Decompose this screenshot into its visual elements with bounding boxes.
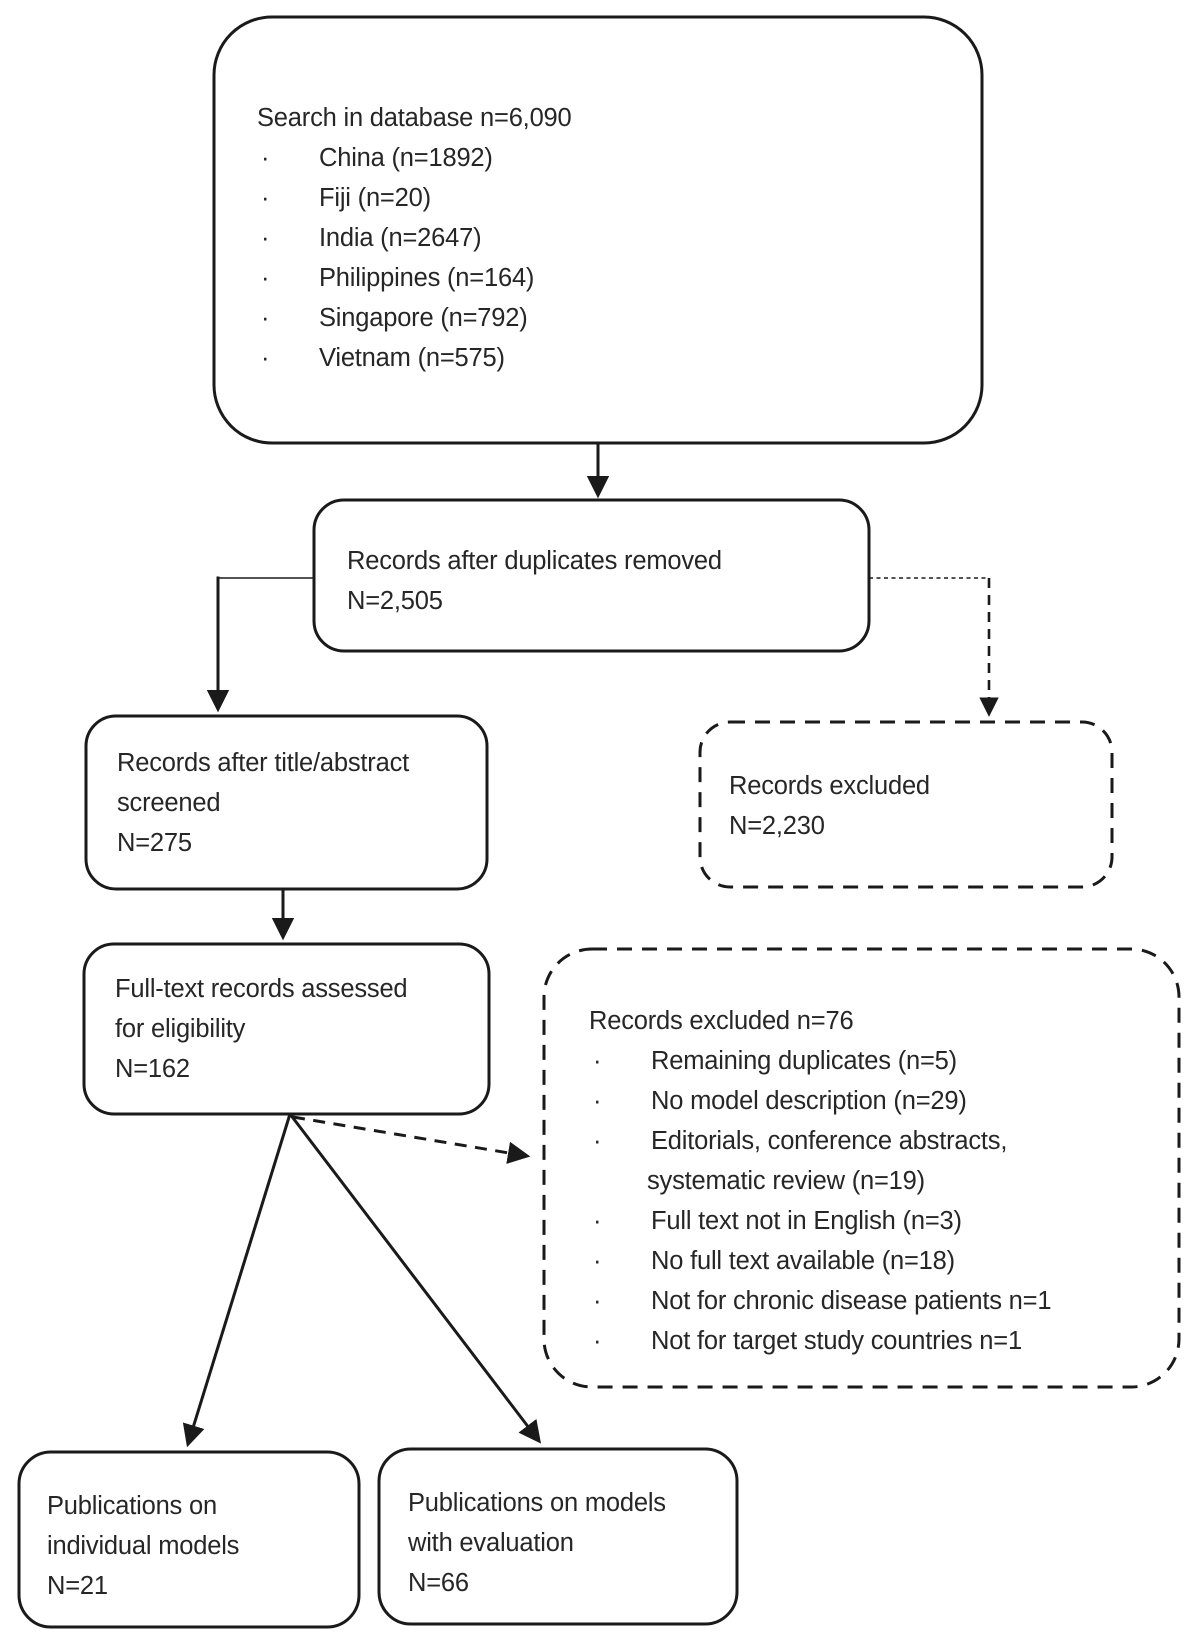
evaluation-models-line: Publications on models [408,1488,666,1517]
screened-line: screened [117,788,221,817]
screened-line: Records after title/abstract [117,748,410,777]
records-excluded-count: N=2,230 [729,811,825,840]
bullet-icon: · [593,1247,602,1275]
search-item-vietnam: · Vietnam (n=575) [257,338,962,378]
excluded-item-label: Editorials, conference abstracts, [651,1127,1008,1155]
search-item-label: Singapore (n=792) [319,304,528,332]
duplicates-removed-line: Records after duplicates removed [347,546,722,575]
duplicates-removed-box: Records after duplicates removed N=2,505 [314,500,869,651]
screened-box: Records after title/abstract screened N=… [86,716,487,889]
fulltext-count: N=162 [115,1055,190,1083]
fulltext-excluded-box-outline [542,947,1181,1389]
individual-models-box: Publications on individual models N=21 [19,1452,359,1627]
bullet-icon: · [261,264,270,292]
excluded-item-editorials-continued: systematic review (n=19) [647,1167,925,1195]
search-box-title: Search in database n=6,090 [257,104,572,132]
excluded-item-label: Remaining duplicates (n=5) [651,1047,957,1075]
duplicates-removed-box-outline [312,498,871,653]
search-item-singapore: · Singapore (n=792) [257,298,962,338]
bullet-icon: · [261,304,270,332]
search-item-label: India (n=2647) [319,224,482,252]
excluded-item-no-model-description: · No model description (n=29) [589,1081,1169,1121]
search-item-fiji: · Fiji (n=20) [257,178,962,218]
bullet-icon: · [261,144,270,172]
fulltext-line: for eligibility [115,1015,246,1043]
excluded-item-label: Not for chronic disease patients n=1 [651,1287,1052,1315]
fulltext-box: Full-text records assessed for eligibili… [84,944,489,1114]
evaluation-models-box: Publications on models with evaluation N… [379,1449,737,1624]
search-item-label: Philippines (n=164) [319,264,535,292]
screened-count: N=275 [117,828,192,857]
bullet-icon: · [261,184,270,212]
individual-models-box-outline [17,1450,361,1629]
search-box: Search in database n=6,090 · China (n=18… [214,17,982,443]
arrow-fulltext-to-evaluation [288,1113,542,1444]
search-box-outline [212,15,984,445]
bullet-icon: · [593,1327,602,1355]
records-excluded-box: Records excluded N=2,230 [700,722,1112,887]
fulltext-box-outline [82,942,491,1116]
excluded-item-editorials: · Editorials, conference abstracts, [589,1121,1169,1161]
evaluation-models-box-outline [377,1447,739,1626]
bullet-icon: · [593,1207,602,1235]
excluded-item-label: No model description (n=29) [651,1087,967,1115]
bullet-icon: · [593,1047,602,1075]
excluded-item-remaining-duplicates: · Remaining duplicates (n=5) [589,1041,1169,1081]
excluded-item-not-chronic: · Not for chronic disease patients n=1 [589,1281,1169,1321]
evaluation-models-line: with evaluation [408,1528,574,1557]
excluded-item-label: Full text not in English (n=3) [651,1207,962,1235]
search-item-label: China (n=1892) [319,144,493,172]
excluded-item-not-english: · Full text not in English (n=3) [589,1201,1169,1241]
arrow-fulltext-to-individual [182,1113,292,1448]
individual-models-line: individual models [47,1531,240,1560]
excluded-item-no-fulltext: · No full text available (n=18) [589,1241,1169,1281]
records-excluded-line: Records excluded [729,771,930,800]
excluded-item-label: No full text available (n=18) [651,1247,955,1275]
bullet-icon: · [593,1287,602,1315]
fulltext-excluded-box: Records excluded n=76 · Remaining duplic… [544,949,1179,1387]
excluded-item-label: Not for target study countries n=1 [651,1327,1022,1355]
bullet-icon: · [593,1087,602,1115]
search-item-label: Vietnam (n=575) [319,344,505,372]
search-item-china: · China (n=1892) [257,138,962,178]
bullet-icon: · [261,344,270,372]
bullet-icon: · [261,224,270,252]
fulltext-line: Full-text records assessed [115,975,408,1003]
arrow-fulltext-to-excluded-dashed [292,1115,531,1164]
bullet-icon: · [593,1127,602,1155]
search-item-philippines: · Philippines (n=164) [257,258,962,298]
search-item-india: · India (n=2647) [257,218,962,258]
records-excluded-box-outline [698,720,1114,889]
search-item-label: Fiji (n=20) [319,184,431,212]
duplicates-removed-count: N=2,505 [347,586,443,615]
excluded-item-not-target-countries: · Not for target study countries n=1 [589,1321,1169,1361]
fulltext-excluded-title: Records excluded n=76 [589,1007,854,1035]
individual-models-count: N=21 [47,1571,108,1600]
individual-models-line: Publications on [47,1491,217,1520]
screened-box-outline [84,714,489,891]
evaluation-models-count: N=66 [408,1568,469,1597]
